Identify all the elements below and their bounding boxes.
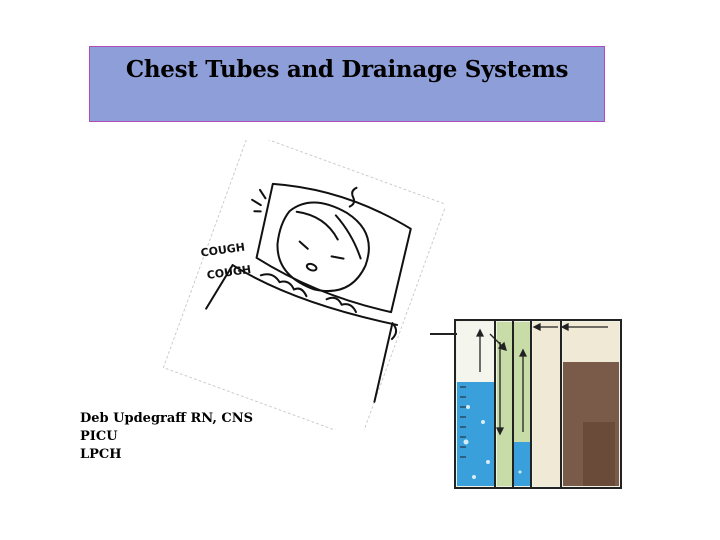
author-credits: Deb Updegraff RN, CNS PICU LPCH [80,410,253,464]
head [276,201,370,293]
cough-text-2: COUGH [206,263,252,282]
suction-control-water [457,382,495,486]
drainage-system-diagram [430,319,622,489]
slide-title: Chest Tubes and Drainage Systems [125,56,569,83]
organization: LPCH [80,447,122,462]
water-seal-column [497,322,513,486]
author-name: Deb Updegraff RN, CNS [80,411,254,426]
cough-text-1: COUGH [200,241,246,260]
pillow [255,182,412,314]
title-box: Chest Tubes and Drainage Systems [89,46,605,122]
coughing-patient-sketch: COUGH COUGH [162,140,445,430]
department: PICU [80,429,118,444]
